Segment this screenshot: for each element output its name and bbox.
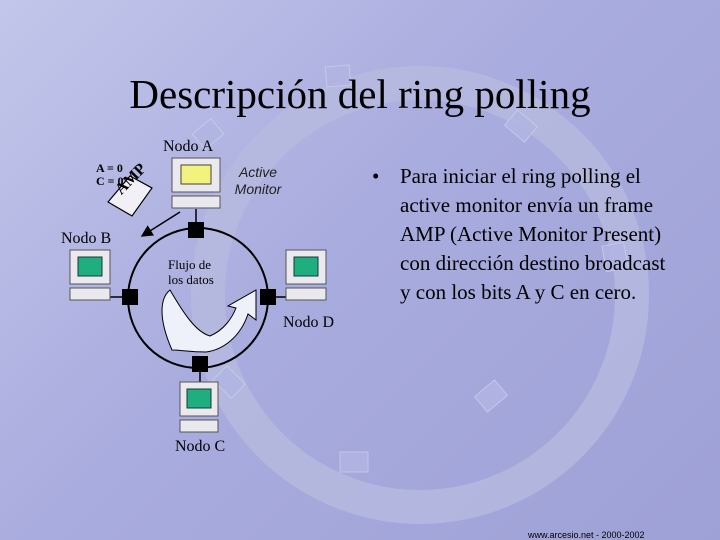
- computer-icon: [171, 157, 221, 209]
- amp-frame: [107, 175, 153, 217]
- node-a-connector: [188, 222, 204, 238]
- node-d-label: Nodo D: [283, 314, 335, 331]
- frame-bits: A = 0 C = 0: [96, 162, 124, 188]
- bit-a: A = 0: [96, 161, 123, 175]
- bullet-point: • Para iniciar el ring polling el active…: [372, 162, 672, 307]
- node-d-connector: [260, 289, 276, 305]
- active-monitor-label: Active Monitor: [234, 164, 282, 197]
- arrow-icon: [140, 211, 181, 237]
- computer-icon: [179, 381, 219, 433]
- computer-icon: [69, 249, 111, 301]
- node-b-label: Nodo B: [61, 230, 112, 247]
- bullet-symbol: •: [372, 164, 380, 188]
- bit-c: C = 0: [96, 174, 124, 188]
- node-a-label: Nodo A: [163, 138, 214, 155]
- computer-icon: [285, 249, 327, 301]
- flow-label: Flujo de los datos: [168, 257, 214, 287]
- node-b-connector: [122, 289, 138, 305]
- bullet-text: Para iniciar el ring polling el active m…: [400, 164, 666, 304]
- flow-arrow-icon: [161, 289, 257, 353]
- slide-title: Descripción del ring polling: [129, 71, 591, 117]
- node-c-connector: [192, 356, 208, 372]
- footer: www.arcesio.net - 2000-2002: [528, 530, 645, 540]
- node-c-label: Nodo C: [175, 438, 226, 455]
